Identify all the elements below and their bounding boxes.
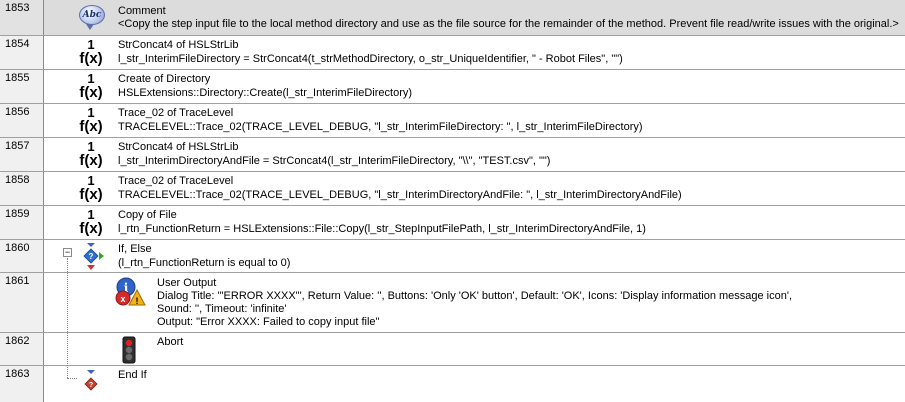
- collapse-toggle[interactable]: −: [63, 247, 72, 257]
- step-number: 1858: [0, 172, 44, 205]
- step-number: 1860: [0, 240, 44, 272]
- step-row-1861[interactable]: 1861 i x ! User Output Dialog Title: '"E…: [0, 273, 905, 333]
- step-number: 1863: [0, 366, 44, 402]
- step-row-1862[interactable]: 1862 Abort: [0, 333, 905, 366]
- step-detail: l_str_InterimFileDirectory = StrConcat4(…: [118, 53, 623, 65]
- step-detail: (l_rtn_FunctionReturn is equal to 0): [118, 257, 291, 269]
- step-title: Comment: [118, 5, 166, 17]
- comment-icon: Abc: [79, 5, 105, 25]
- step-detail: l_str_InterimDirectoryAndFile = StrConca…: [118, 155, 551, 167]
- user-output-icon: i x !: [115, 277, 146, 306]
- step-detail-line2: Sound: '', Timeout: 'infinite': [157, 303, 287, 315]
- svg-text:?: ?: [89, 252, 94, 261]
- step-title: Create of Directory: [118, 73, 211, 85]
- step-title: End If: [118, 369, 147, 381]
- end-if-icon: ?: [84, 370, 98, 391]
- svg-text:?: ?: [89, 382, 93, 389]
- comment-icon-tail: [86, 24, 94, 30]
- step-number: 1855: [0, 70, 44, 103]
- step-title: Abort: [157, 336, 184, 348]
- svg-text:!: !: [136, 296, 139, 306]
- step-detail: HSLExtensions::Directory::Create(l_str_I…: [118, 87, 413, 99]
- step-detail: <Copy the step input file to the local m…: [118, 18, 899, 30]
- step-row-1863[interactable]: 1863 ? End If: [0, 366, 905, 402]
- step-title: Trace_02 of TraceLevel: [118, 175, 234, 187]
- step-number: 1857: [0, 138, 44, 171]
- abort-traffic-light-icon: [122, 336, 136, 364]
- step-title: Copy of File: [118, 209, 177, 221]
- step-title: User Output: [157, 277, 217, 289]
- step-number: 1854: [0, 36, 44, 69]
- step-title: StrConcat4 of HSLStrLib: [118, 141, 239, 153]
- step-number: 1856: [0, 104, 44, 137]
- step-detail: Dialog Title: '"ERROR XXXX"', Return Val…: [157, 290, 793, 302]
- step-row-1853[interactable]: 1853 Abc Comment <Copy the step input fi…: [0, 0, 905, 36]
- svg-text:x: x: [120, 294, 125, 304]
- step-detail-line3: Output: "Error XXXX: Failed to copy inpu…: [157, 316, 380, 328]
- if-else-icon: ?: [83, 243, 104, 270]
- step-detail: l_rtn_FunctionReturn = HSLExtensions::Fi…: [118, 223, 646, 235]
- tree-connector-vertical: [67, 258, 68, 378]
- step-detail: TRACELEVEL::Trace_02(TRACE_LEVEL_DEBUG, …: [118, 121, 643, 133]
- step-title: StrConcat4 of HSLStrLib: [118, 39, 239, 51]
- svg-text:i: i: [124, 281, 129, 295]
- step-row-1860[interactable]: 1860 − ? If, Else (l_rtn_FunctionReturn …: [0, 240, 905, 273]
- step-detail: TRACELEVEL::Trace_02(TRACE_LEVEL_DEBUG, …: [118, 189, 682, 201]
- step-number: 1862: [0, 333, 44, 365]
- step-number: 1853: [0, 0, 44, 35]
- tree-connector-horizontal: [67, 378, 77, 379]
- step-number: 1861: [0, 273, 44, 332]
- step-title: If, Else: [118, 243, 152, 255]
- step-number: 1859: [0, 206, 44, 239]
- step-title: Trace_02 of TraceLevel: [118, 107, 234, 119]
